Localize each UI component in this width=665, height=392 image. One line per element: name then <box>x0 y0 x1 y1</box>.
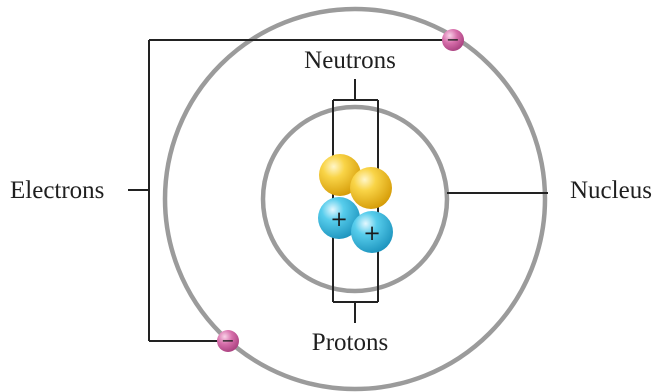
nucleus-label: Nucleus <box>570 177 652 204</box>
electron-top: − <box>442 29 464 51</box>
electron-charge-bottom: − <box>221 331 234 350</box>
neutron-particle-right <box>350 167 392 209</box>
electrons-leader <box>128 40 453 341</box>
nucleus: + + <box>318 154 393 253</box>
proton-charge-left: + <box>330 207 348 231</box>
electron-charge-top: − <box>446 30 459 49</box>
proton-charge-right: + <box>363 221 381 245</box>
electron-bottom: − <box>217 330 239 352</box>
electrons-label: Electrons <box>10 177 104 204</box>
neutrons-label: Neutrons <box>304 47 396 74</box>
protons-label: Protons <box>312 329 388 356</box>
